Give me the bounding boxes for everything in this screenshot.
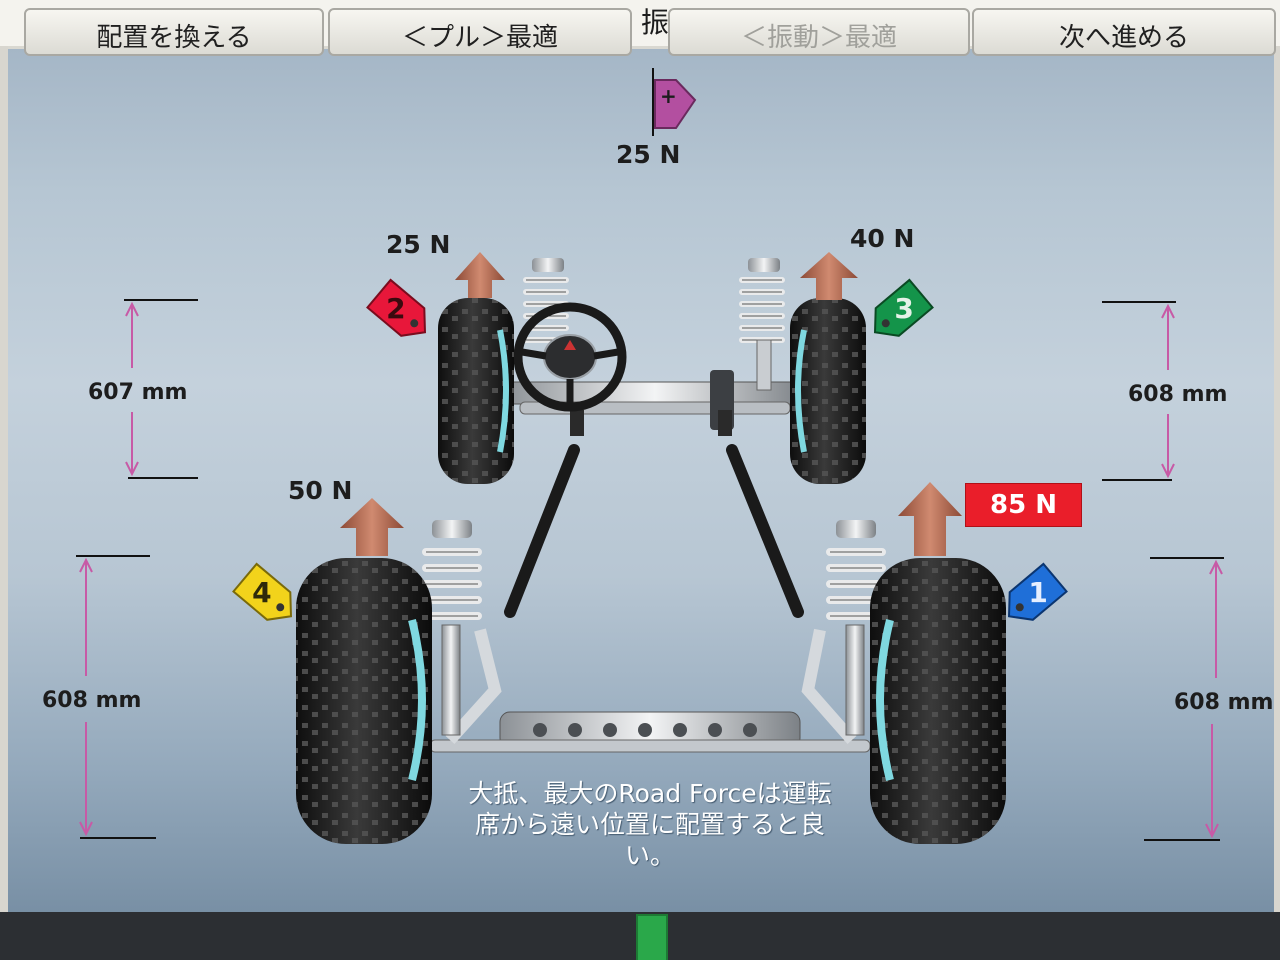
tire-rear-left xyxy=(296,558,432,844)
rear-suspension xyxy=(422,520,886,753)
badge-2-label: 2 xyxy=(386,292,405,325)
force-label-rear-right-highlight: 85 N xyxy=(965,483,1082,527)
force-arrow-rear-left xyxy=(340,498,404,556)
dimension-rear-left xyxy=(76,555,156,839)
left-frame-edge xyxy=(0,46,8,960)
height-label-rear-right: 608 mm xyxy=(1174,690,1274,715)
tire-front-right xyxy=(790,298,866,484)
height-label-front-left: 607 mm xyxy=(88,380,188,405)
wheel-badge-4: 4 xyxy=(232,562,293,621)
info-line-3: い。 xyxy=(624,841,675,870)
status-indicator xyxy=(636,914,668,960)
dimension-rear-right xyxy=(1144,557,1224,841)
dimension-front-left xyxy=(124,299,198,479)
force-arrow-front-left xyxy=(455,252,505,298)
marker-force-label: 25 N xyxy=(616,140,681,169)
badge-4-label: 4 xyxy=(252,576,271,609)
force-label-rear-left: 50 N xyxy=(288,476,353,505)
force-arrow-front-right xyxy=(800,252,858,300)
height-label-rear-left: 608 mm xyxy=(42,688,142,713)
vibration-optimize-button[interactable]: ＜振動＞最適 xyxy=(668,8,970,56)
force-label-front-left: 25 N xyxy=(386,230,451,259)
rearrange-button[interactable]: 配置を換える xyxy=(24,8,324,56)
badge-3-label: 3 xyxy=(894,292,913,325)
wheel-badge-3: 3 xyxy=(873,278,934,337)
pull-optimize-button[interactable]: ＜プル＞最適 xyxy=(328,8,632,56)
badge-1-label: 1 xyxy=(1028,576,1047,609)
tire-rear-right xyxy=(870,558,1006,844)
wheel-badge-2: 2 xyxy=(366,278,427,337)
tire-front-left xyxy=(438,298,514,484)
dimension-front-right xyxy=(1102,301,1176,481)
top-weight-marker: + xyxy=(652,68,697,136)
force-label-front-right: 40 N xyxy=(850,224,915,253)
force-arrow-rear-right xyxy=(898,482,962,556)
info-line-1: 大抵、最大のRoad Forceは運転 xyxy=(468,779,832,808)
info-message: 大抵、最大のRoad Forceは運転 席から遠い位置に配置すると良 い。 xyxy=(430,778,870,871)
front-suspension xyxy=(504,258,806,436)
next-button[interactable]: 次へ進める xyxy=(972,8,1276,56)
svg-text:+: + xyxy=(660,84,677,108)
left-driveshaft xyxy=(504,444,580,618)
info-line-2: 席から遠い位置に配置すると良 xyxy=(474,810,825,839)
right-driveshaft xyxy=(726,444,804,618)
wheel-badge-1: 1 xyxy=(1007,562,1068,621)
right-frame-edge xyxy=(1274,46,1280,960)
height-label-front-right: 608 mm xyxy=(1128,382,1228,407)
